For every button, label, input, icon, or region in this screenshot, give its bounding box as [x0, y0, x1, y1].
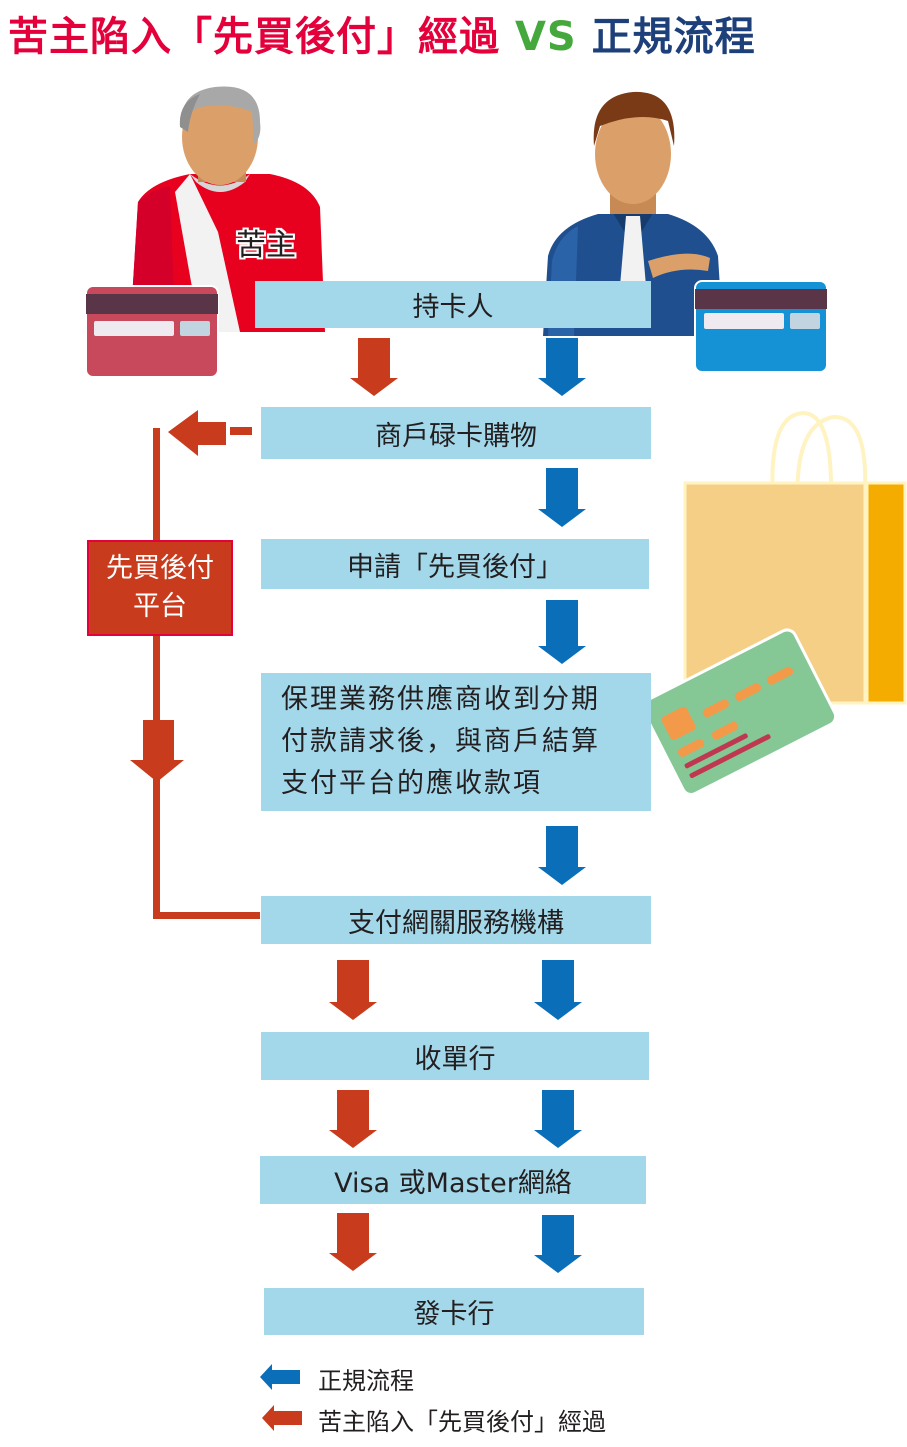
blue-arrow-merchant-apply	[538, 468, 586, 527]
box-factoring-provider: 保理業務供應商收到分期 付款請求後，與商戶結算 支付平台的應收款項	[261, 673, 651, 811]
legend-victim-label: 苦主陷入「先買後付」經過	[318, 1408, 606, 1436]
red-arrow-cardholder-merchant	[350, 338, 398, 396]
loop-down-arrow	[130, 720, 184, 782]
green-credit-card-icon	[641, 628, 838, 796]
box-issuer: 發卡行	[264, 1288, 644, 1335]
title-vs: VS	[514, 14, 577, 60]
red-arrow-network-issuer	[329, 1213, 377, 1271]
title-victim-part: 苦主陷入「先買後付」經過	[8, 14, 500, 60]
factoring-line-3: 支付平台的應收款項	[281, 768, 542, 799]
bnpl-platform-line-1: 先買後付	[106, 553, 214, 584]
legend-blue-arrow-icon	[260, 1364, 300, 1390]
factoring-line-1: 保理業務供應商收到分期	[281, 684, 600, 715]
red-arrow-acquirer-network	[329, 1090, 377, 1148]
legend-red-arrow-icon	[262, 1405, 302, 1431]
blue-arrow-gateway-acquirer	[534, 960, 582, 1020]
red-credit-card-icon	[85, 285, 219, 378]
blue-credit-card-icon	[694, 280, 828, 373]
box-acquirer: 收單行	[261, 1032, 649, 1080]
title-regular-part: 正規流程	[591, 14, 756, 60]
box-cardholder: 持卡人	[255, 281, 651, 328]
box-card-network: Visa 或Master網絡	[260, 1156, 646, 1204]
factoring-line-2: 付款請求後，與商戶結算	[281, 726, 600, 757]
page-title: 苦主陷入「先買後付」經過 VS 正規流程	[8, 4, 756, 62]
blue-arrow-network-issuer	[534, 1215, 582, 1273]
legend-regular-label: 正規流程	[318, 1367, 414, 1395]
loop-bottom-horizontal	[153, 912, 260, 919]
loop-stub	[230, 427, 252, 435]
box-apply-bnpl: 申請「先買後付」	[261, 539, 649, 589]
blue-arrow-cardholder-merchant	[538, 338, 586, 396]
bnpl-platform-box: 先買後付 平台	[87, 540, 233, 636]
victim-label: 苦主	[236, 228, 296, 263]
box-payment-gateway: 支付網關服務機構	[261, 896, 651, 944]
loop-top-vertical	[153, 428, 160, 540]
box-merchant-purchase: 商戶碌卡購物	[261, 407, 651, 459]
blue-arrow-acquirer-network	[534, 1090, 582, 1148]
bnpl-platform-line-2: 平台	[133, 591, 187, 622]
loop-left-arrow	[168, 410, 226, 456]
blue-arrow-apply-factoring	[538, 600, 586, 664]
red-arrow-gateway-acquirer	[329, 960, 377, 1020]
blue-arrow-factoring-gateway	[538, 826, 586, 885]
